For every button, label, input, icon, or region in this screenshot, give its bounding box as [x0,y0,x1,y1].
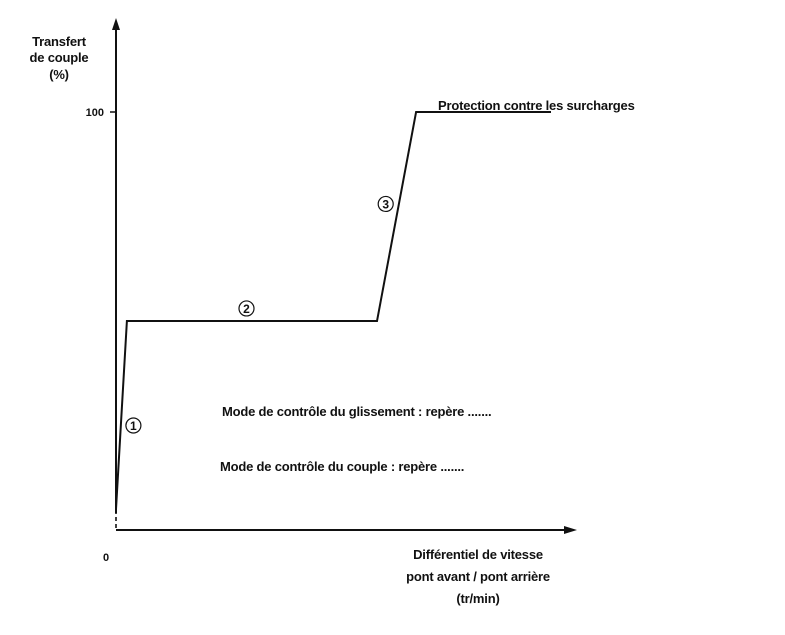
x-axis-label-line-1: Différentiel de vitesse [413,547,543,562]
y-tick-label: 100 [86,107,104,119]
y-axis-label-line-3: (%) [49,67,69,82]
segment-marker-label: 3 [382,197,389,211]
segment-marker-label: 1 [130,419,137,433]
x-axis-arrow [564,526,577,534]
annotation-torque-control-mode: Mode de contrôle du couple : repère ....… [220,459,464,474]
y-axis-arrow [112,18,120,30]
segment-marker-circle [377,195,394,213]
torque-transfer-curve [115,111,551,510]
y-axis-label-line-1: Transfert [32,34,87,49]
series-layer [115,111,551,528]
segment-marker-label: 2 [243,302,250,316]
x-axis-label-line-2: pont avant / pont arrière [406,569,550,584]
annotation-slip-control-mode: Mode de contrôle du glissement : repère … [222,404,491,419]
labels-layer: Transfert de couple (%) Différentiel de … [30,34,635,606]
y-axis-label-line-2: de couple [30,50,89,65]
origin-label: 0 [103,552,109,564]
x-axis-label-line-3: (tr/min) [456,591,499,606]
segment-marker-circle [238,300,255,317]
axes: 100 [86,18,577,534]
segment-marker-circle [125,417,142,434]
annotation-overload-protection: Protection contre les surcharges [438,98,635,113]
segment-markers: 1 2 3 [125,195,394,434]
